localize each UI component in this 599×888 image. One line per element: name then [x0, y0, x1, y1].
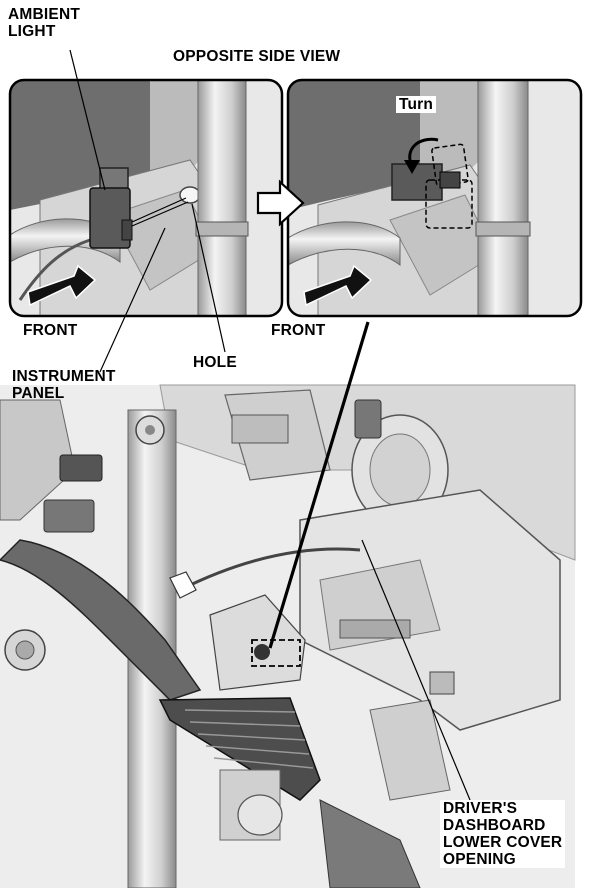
instrument-panel-label: INSTRUMENT PANEL — [12, 368, 116, 402]
ambient-light-label: AMBIENT LIGHT — [8, 6, 81, 40]
leader-ambient-light — [69, 49, 106, 191]
turned-part-outline — [425, 143, 473, 229]
leader-drivers-cover — [361, 539, 471, 801]
hole-label: HOLE — [190, 354, 240, 371]
detail-panel-right — [288, 80, 581, 316]
cover-opening — [251, 639, 301, 667]
front-label-left: FRONT — [20, 322, 81, 339]
panel-hole — [179, 186, 201, 204]
opposite-side-view-label: OPPOSITE SIDE VIEW — [170, 48, 344, 65]
ambient-light-part — [89, 167, 133, 249]
leader-opening — [268, 321, 370, 649]
leader-instrument-panel — [99, 227, 166, 373]
rotate-arrow-icon — [404, 137, 439, 174]
right-outline-arrow-icon — [256, 179, 305, 227]
front-label-right: FRONT — [268, 322, 329, 339]
front-direction-arrow-icon — [303, 264, 373, 307]
front-direction-arrow-icon — [27, 264, 97, 307]
detail-panel-left — [10, 80, 282, 316]
turn-label: Turn — [396, 96, 437, 113]
leader-hole — [191, 203, 226, 353]
drivers-dashboard-lower-cover-opening-label: DRIVER'S DASHBOARD LOWER COVER OPENING — [440, 800, 566, 868]
